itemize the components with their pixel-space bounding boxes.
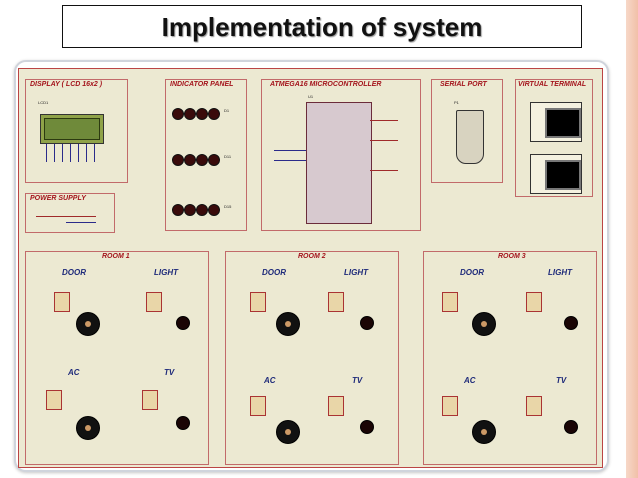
power-supply-block: POWER SUPPLY [25,193,115,233]
room-2-tv-label: TV [352,376,363,385]
room-3-door-motor [472,312,496,336]
room-3-ac-motor [472,420,496,444]
room-2-door-motor [276,312,300,336]
room-2-door-label: DOOR [262,268,286,277]
db9-connector [456,110,484,164]
room-2-light-label: LIGHT [344,268,368,277]
schematic-sheet: DISPLAY ( LCD 16x2 ) LCD1 POWER SUPPLY I… [18,68,603,468]
room-1-ac-label: AC [68,368,80,377]
room-3-ac-label: AC [464,376,476,385]
lcd-module [40,114,104,144]
room-3-block: ROOM 3 DOOR LIGHT AC TV [423,251,597,465]
room-2-light-bulb [360,316,374,330]
virtual-terminal-block: VIRTUAL TERMINAL [515,79,593,197]
diode-label-3: D15 [224,204,232,209]
room-1-header: ROOM 1 [102,253,130,260]
title-box: Implementation of system [62,5,582,48]
room-2-block: ROOM 2 DOOR LIGHT AC TV [225,251,399,465]
room-3-header: ROOM 3 [498,253,526,260]
room-2-ac-motor [276,420,300,444]
room-2-ac-label: AC [264,376,276,385]
room-1-tv-label: TV [164,368,175,377]
mcu-header: ATMEGA16 MICROCONTROLLER [270,81,382,88]
room-3-light-bulb [564,316,578,330]
serial-header: SERIAL PORT [440,81,487,88]
serial-port-block: SERIAL PORT P1 [431,79,503,183]
vterm-header: VIRTUAL TERMINAL [518,81,587,88]
slide-edge-accent [626,0,638,478]
serial-ref: P1 [454,100,459,105]
terminal-2 [530,154,582,194]
room-3-light-label: LIGHT [548,268,572,277]
room-3-tv-bulb [564,420,578,434]
terminal-1 [530,102,582,142]
room-2-header: ROOM 2 [298,253,326,260]
room-3-tv-label: TV [556,376,567,385]
room-1-block: ROOM 1 DOOR LIGHT AC TV [25,251,209,465]
indicator-panel-block: INDICATOR PANEL D1 D11 D15 [165,79,247,231]
room-1-light-label: LIGHT [154,268,178,277]
slide-title: Implementation of system [161,12,483,42]
mcu-block: ATMEGA16 MICROCONTROLLER U1 [261,79,421,231]
diode-label-1: D1 [224,108,230,113]
power-header: POWER SUPPLY [30,195,86,202]
mcu-ref: U1 [308,94,314,99]
room-1-door-label: DOOR [62,268,86,277]
lcd-ref: LCD1 [38,100,49,105]
indicator-header: INDICATOR PANEL [170,81,234,88]
room-1-light-bulb [176,316,190,330]
room-3-door-label: DOOR [460,268,484,277]
room-2-tv-bulb [360,420,374,434]
display-block: DISPLAY ( LCD 16x2 ) LCD1 [25,79,128,183]
room-1-ac-motor [76,416,100,440]
room-1-tv-bulb [176,416,190,430]
room-1-door-motor [76,312,100,336]
atmega16-chip [306,102,372,224]
display-header: DISPLAY ( LCD 16x2 ) [30,81,103,88]
diode-label-2: D11 [224,154,232,159]
